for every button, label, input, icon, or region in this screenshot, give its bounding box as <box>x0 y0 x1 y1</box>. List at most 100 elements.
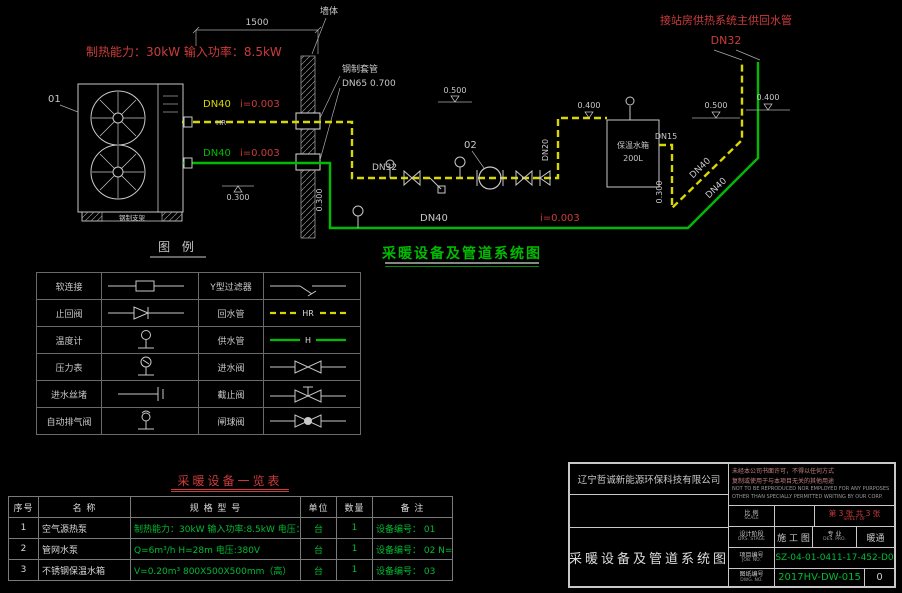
wall-label: 墙体 <box>320 5 338 17</box>
thermometer-symbol <box>101 326 199 354</box>
flex-connector-symbol <box>101 272 199 300</box>
station-leader-2 <box>735 49 761 61</box>
unit-tag: 01 <box>48 94 61 105</box>
stage-pro-row: 设计阶段 DRS. STAGE 施 工 图 专 业 DES. PRO. 暖通 <box>729 527 894 548</box>
cell-spec: V=0.20m³ 800X500X500mm（高） <box>130 559 301 581</box>
drawing-number-value: 2017HV-DW-015 <box>775 569 865 586</box>
sleeve-spec: DN65 0.700 <box>342 79 396 89</box>
title-block: 辽宁哲诚新能源环保科技有限公司 采暖设备及管道系统图 未经本公司书面许可，不得以… <box>568 462 896 588</box>
cell-no: 1 <box>8 517 39 539</box>
wall-leader <box>311 17 327 55</box>
cell-note: 设备编号： 02 N=1.07kW <box>372 538 453 560</box>
cell-unit: 台 <box>300 559 337 581</box>
elevation-text: 0.300 <box>655 181 664 204</box>
pressure-gauge-icon <box>352 205 364 217</box>
profession-label: 专 业 DES. PRO. <box>813 527 857 547</box>
scale-label: 比 例 SCALE <box>729 506 775 526</box>
cell-name: 管网水泵 <box>38 538 131 560</box>
sleeve-leader-2 <box>319 87 341 161</box>
legend-row: 压力表 进水阀 <box>36 353 361 381</box>
dn40-label: DN40 <box>420 213 448 224</box>
job-number-label: 项目编号 JOB. NO. <box>729 548 775 568</box>
drawing-number-row: 图纸编号 DWG. NO. 2017HV-DW-015 0 <box>729 569 894 586</box>
check-valve-icon <box>539 170 551 186</box>
legend-row: 软连接 Y型过滤器 <box>36 272 361 300</box>
col-header: 规 格 型 号 <box>130 496 301 518</box>
tank-name: 保温水箱 <box>617 140 649 150</box>
stage-value: 施 工 图 <box>775 527 813 547</box>
cell-no: 2 <box>8 538 39 560</box>
drawing-number-label: 图纸编号 DWG. NO. <box>729 569 775 586</box>
return-pipe-symbol: HR <box>263 299 361 327</box>
sheet-info: 第 3 张 共 3 张 SHEET OF <box>828 509 881 523</box>
elevation-text: 0.300 <box>227 193 250 202</box>
legend-label: 止回阀 <box>36 299 102 327</box>
table-row: 3 不锈钢保温水箱 V=0.20m³ 800X500X500mm（高） 台 1 … <box>8 559 453 581</box>
svg-text:H: H <box>305 336 311 345</box>
cell-note: 设备编号： 03 <box>372 559 453 581</box>
dn32-label: DN32 <box>372 163 397 173</box>
legend-label: 软连接 <box>36 272 102 300</box>
supply-pipe <box>182 62 760 230</box>
notice-line: NOT TO BE REPRODUCED NOR EMPLOYED FOR AN… <box>732 486 890 493</box>
y-strainer-icon <box>437 185 446 194</box>
cell-spec: 制热能力：30kW 输入功率:8.5kW 电压：380V <box>130 517 301 539</box>
cell-name: 空气源热泵 <box>38 517 131 539</box>
job-number-value: SZ-04-01-0411-17-452-D0 <box>775 553 894 563</box>
stop-valve-icon <box>515 169 533 187</box>
cell-no: 3 <box>8 559 39 581</box>
legend-table: 软连接 Y型过滤器 止回阀 回水管 <box>36 272 361 435</box>
notice-line: 未经本公司书面许可，不得以任何方式 <box>732 468 835 475</box>
elevation-marks <box>222 95 790 193</box>
supply-pipe-symbol: H <box>263 326 361 354</box>
dn15-label: DN15 <box>655 132 677 141</box>
col-header: 名 称 <box>38 496 131 518</box>
pipe-components <box>352 156 551 228</box>
auto-air-vent-symbol <box>101 407 199 435</box>
return-pipe <box>182 62 744 211</box>
ball-valve-symbol <box>263 407 361 435</box>
job-number-row: 项目编号 JOB. NO. SZ-04-01-0411-17-452-D0 <box>729 548 894 569</box>
elevation-text: 0.300 <box>315 189 324 212</box>
legend-label: 进水阀 <box>198 353 264 381</box>
col-header: 单位 <box>300 496 337 518</box>
cell-note: 设备编号： 01 <box>372 517 453 539</box>
unit-tag-leader <box>59 104 79 113</box>
elevation-text: 0.400 <box>757 93 780 102</box>
legend-label: 自动排气阀 <box>36 407 102 435</box>
flex-connectors <box>183 116 193 169</box>
dimension-1500 <box>192 26 322 54</box>
y-strainer-icon <box>429 177 442 190</box>
support-label: 钢制支架 <box>119 213 146 222</box>
system-diagram: 1500 墙体 制热能力：30kW 输入功率：8.5kW 钢制套管 DN65 0… <box>48 5 792 267</box>
pump-tag-leader <box>471 150 485 169</box>
sleeve-label: 钢制套管 <box>342 63 378 75</box>
legend-label: Y型过滤器 <box>198 272 264 300</box>
notice-line: OTHER THAN SPECIALLY PERMITTED WRITING B… <box>732 493 883 500</box>
table-row: 2 管网水泵 Q=6m³/h H=28m 电压:380V 台 1 设备编号： 0… <box>8 538 453 560</box>
pump-icon <box>478 166 502 190</box>
legend-label: 供水管 <box>198 326 264 354</box>
revision-value: 0 <box>876 572 883 583</box>
equipment-table: 序号 名 称 规 格 型 号 单位 数量 备 注 1 空气源热泵 制热能力：30… <box>8 496 453 581</box>
title-block-left: 辽宁哲诚新能源环保科技有限公司 采暖设备及管道系统图 <box>569 464 729 586</box>
hr-mark: HR <box>216 119 226 127</box>
gate-valve-icon <box>403 169 421 187</box>
cell-unit: 台 <box>300 517 337 539</box>
dn40-label: DN40 <box>704 176 729 201</box>
heat-pump-unit <box>77 83 184 222</box>
plug-symbol <box>101 380 199 408</box>
svg-text:HR: HR <box>302 309 314 318</box>
station-pipe-label: 接站房供热系统主供回水管 <box>660 13 792 27</box>
legend-label: 截止阀 <box>198 380 264 408</box>
col-header: 备 注 <box>372 496 453 518</box>
y-strainer-symbol <box>263 272 361 300</box>
cell-qty: 1 <box>336 559 373 581</box>
scale-sheet-row: 比 例 SCALE 第 3 张 共 3 张 SHEET OF <box>729 506 894 527</box>
table-row: 1 空气源热泵 制热能力：30kW 输入功率:8.5kW 电压：380V 台 1… <box>8 517 453 539</box>
station-dn-label: DN32 <box>711 34 742 47</box>
thermometer-icon <box>385 159 395 169</box>
elevation-text: 0.400 <box>578 101 601 110</box>
legend-row: 温度计 供水管 H <box>36 326 361 354</box>
